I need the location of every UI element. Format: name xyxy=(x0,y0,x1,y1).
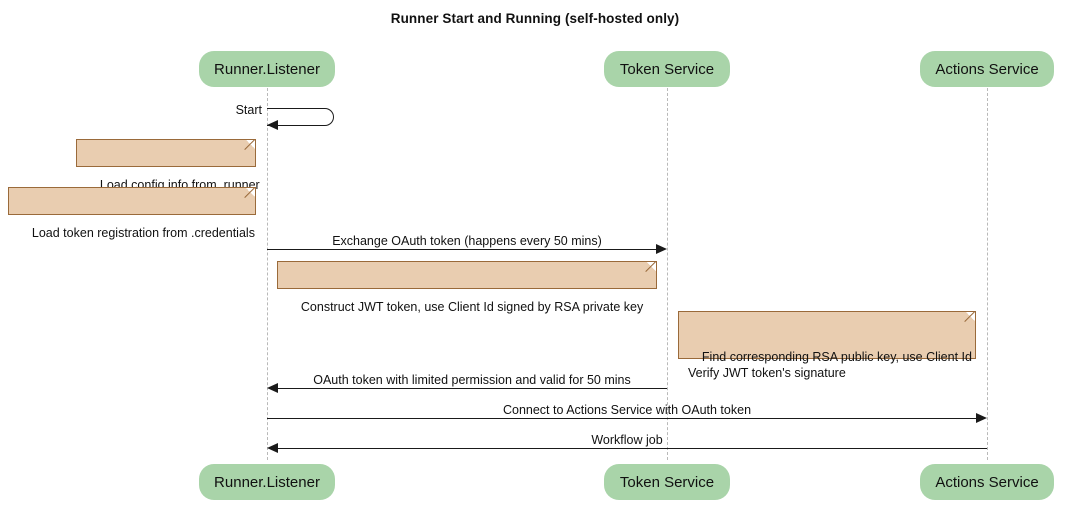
participant-label: Runner.Listener xyxy=(214,473,320,491)
message-connect-actions-service-label: Connect to Actions Service with OAuth to… xyxy=(502,403,752,417)
participant-runner-listener-bottom[interactable]: Runner.Listener xyxy=(199,464,335,500)
note-fold-corner-icon xyxy=(246,187,256,197)
message-oauth-token-response-arrowhead xyxy=(267,383,278,393)
self-message-start-label: Start xyxy=(235,103,262,117)
self-message-start-loop xyxy=(267,108,334,126)
note-text: Construct JWT token, use Client Id signe… xyxy=(300,300,644,314)
note-fold-corner-icon xyxy=(246,139,256,149)
message-exchange-oauth-token-line xyxy=(267,249,657,250)
message-exchange-oauth-token-arrowhead xyxy=(656,244,667,254)
message-exchange-oauth-token-label: Exchange OAuth token (happens every 50 m… xyxy=(332,234,602,248)
message-oauth-token-response-label: OAuth token with limited permission and … xyxy=(313,373,631,387)
message-workflow-job-line xyxy=(278,448,987,449)
note-fold-corner-icon xyxy=(647,261,657,271)
message-workflow-job-arrowhead xyxy=(267,443,278,453)
participant-label: Runner.Listener xyxy=(214,60,320,78)
participant-token-service-top[interactable]: Token Service xyxy=(604,51,730,87)
note-load-config: Load config info from .runner xyxy=(76,139,260,192)
participant-label: Token Service xyxy=(619,473,715,491)
participant-label: Actions Service xyxy=(935,473,1039,491)
participant-actions-service-bottom[interactable]: Actions Service xyxy=(920,464,1054,500)
note-text: Load token registration from .credential… xyxy=(31,226,255,240)
participant-token-service-bottom[interactable]: Token Service xyxy=(604,464,730,500)
participant-actions-service-top[interactable]: Actions Service xyxy=(920,51,1054,87)
lifeline-runner-listener xyxy=(267,88,268,460)
message-connect-actions-service-line xyxy=(267,418,977,419)
participant-label: Actions Service xyxy=(935,60,1039,78)
message-workflow-job-label: Workflow job xyxy=(591,433,663,447)
note-verify-jwt-signature: Find corresponding RSA public key, use C… xyxy=(678,311,976,380)
note-text: Find corresponding RSA public key, use C… xyxy=(688,350,972,380)
self-message-start-arrowhead xyxy=(267,120,278,130)
lifeline-actions-service xyxy=(987,88,988,460)
diagram-title: Runner Start and Running (self-hosted on… xyxy=(390,11,680,26)
note-construct-jwt-token: Construct JWT token, use Client Id signe… xyxy=(277,261,657,314)
message-connect-actions-service-arrowhead xyxy=(976,413,987,423)
lifeline-token-service xyxy=(667,88,668,460)
message-oauth-token-response-line xyxy=(278,388,667,389)
participant-runner-listener-top[interactable]: Runner.Listener xyxy=(199,51,335,87)
participant-label: Token Service xyxy=(619,60,715,78)
note-load-token-registration: Load token registration from .credential… xyxy=(8,187,256,240)
note-fold-corner-icon xyxy=(966,311,976,321)
